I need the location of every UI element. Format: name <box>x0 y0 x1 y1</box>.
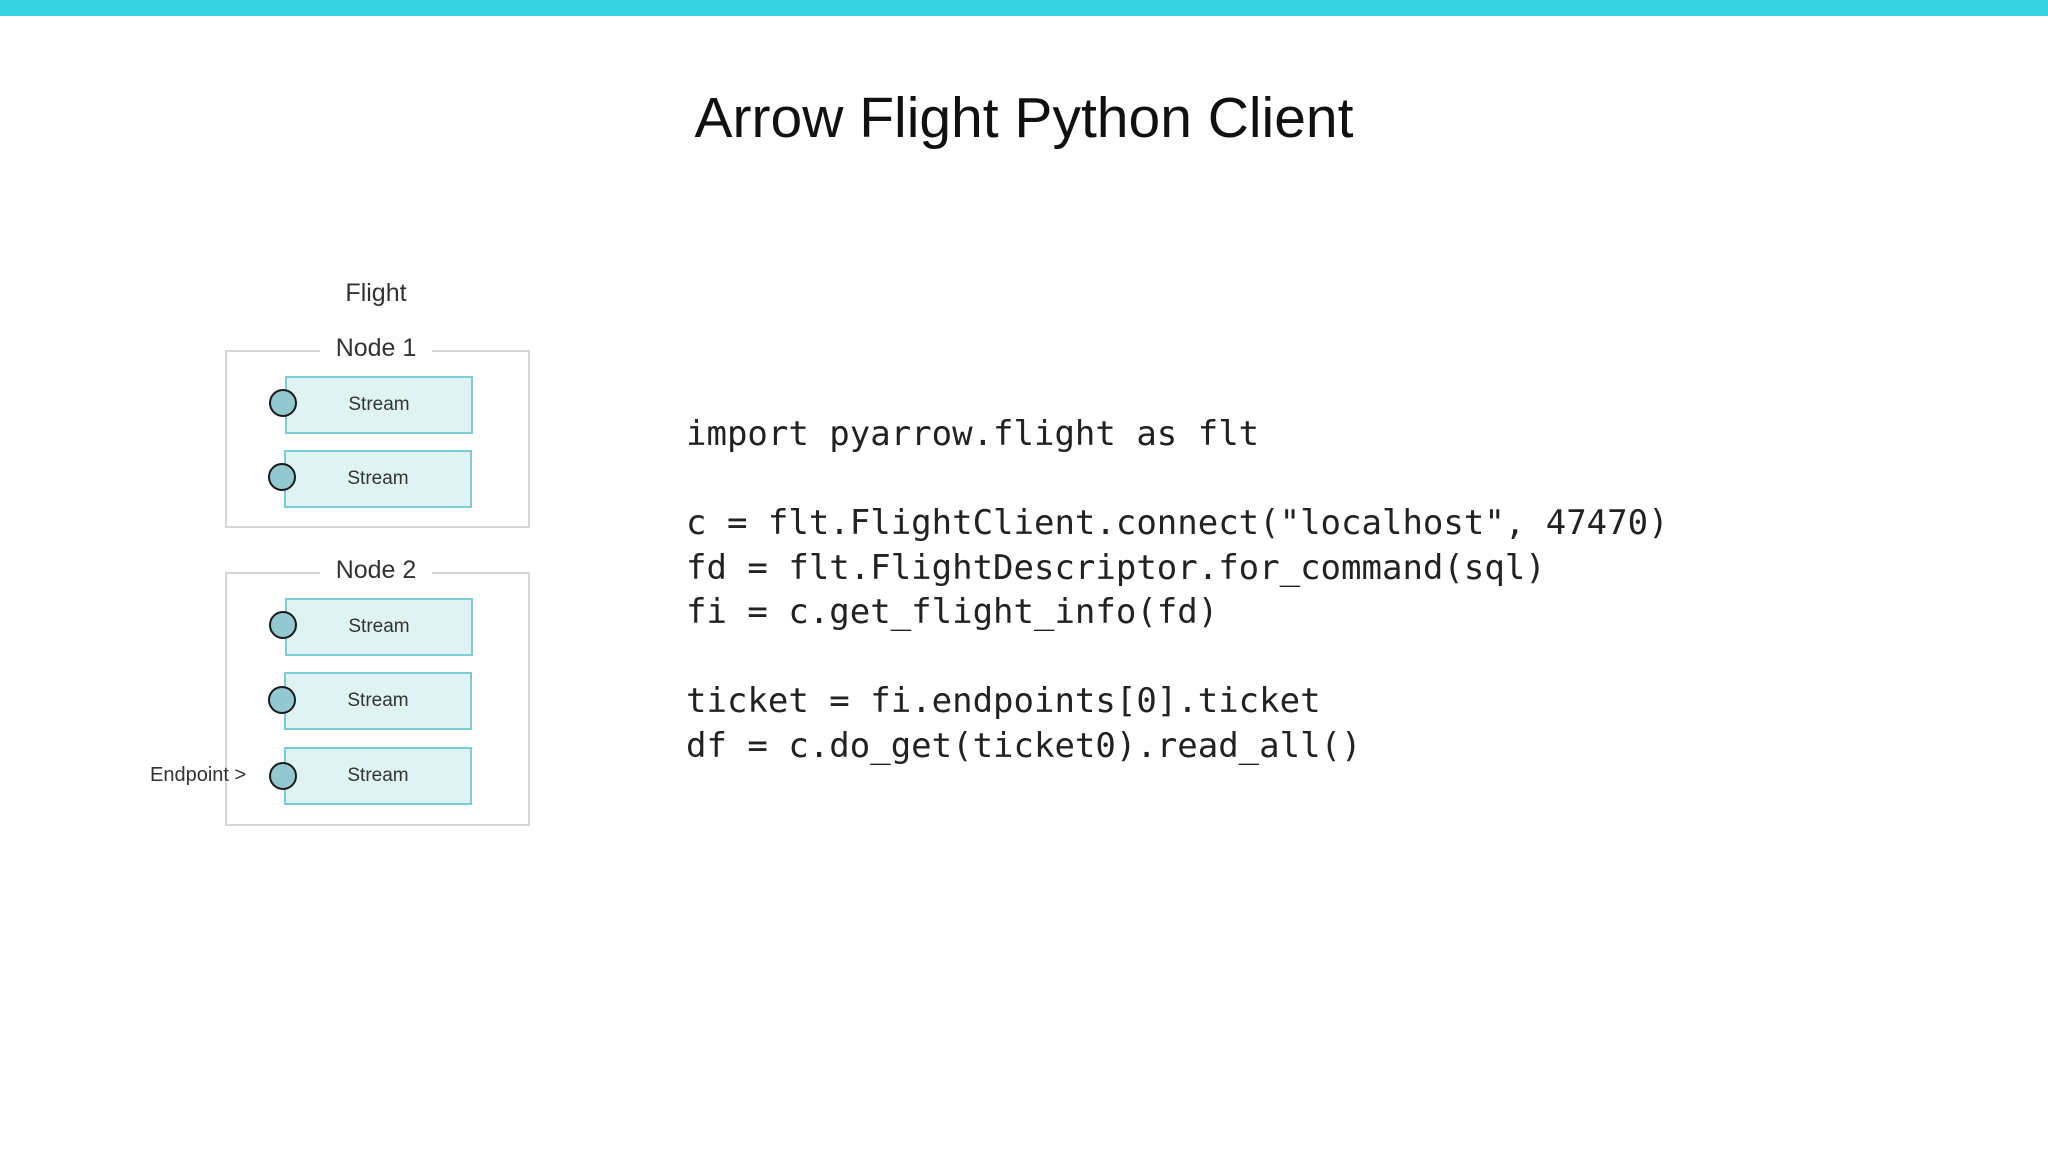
accent-bar <box>0 0 2048 16</box>
node-1-stream-1: Stream <box>285 376 473 434</box>
endpoint-dot <box>269 389 297 417</box>
diagram-caption: Flight <box>345 279 407 307</box>
node-1-stream-2: Stream <box>284 450 472 508</box>
node-1-label: Node 1 <box>320 331 432 365</box>
code-block: import pyarrow.flight as flt c = flt.Flig… <box>686 412 1669 768</box>
code-line: ticket = fi.endpoints[0].ticket <box>686 681 1321 721</box>
endpoint-dot <box>269 611 297 639</box>
node-2-label: Node 2 <box>320 553 432 587</box>
code-line: fd = flt.FlightDescriptor.for_command(sq… <box>686 547 1546 588</box>
endpoint-label: Endpoint > <box>150 764 247 786</box>
node-2-stream-2: Stream <box>284 672 472 730</box>
endpoint-dot <box>268 463 296 491</box>
code-line: import pyarrow.flight as flt <box>686 414 1260 454</box>
endpoint-dot <box>268 686 296 714</box>
code-line: df = c.do_get(ticket0).read_all() <box>686 725 1362 766</box>
endpoint-dot <box>269 762 297 790</box>
code-line: fi = c.get_flight_info(fd) <box>686 592 1219 632</box>
code-line <box>686 457 1669 502</box>
code-line <box>686 635 1669 680</box>
node-2-stream-3: Stream <box>284 747 472 805</box>
node-2-stream-1: Stream <box>285 598 473 656</box>
code-line: c = flt.FlightClient.connect("localhost"… <box>686 503 1669 543</box>
slide-title: Arrow Flight Python Client <box>694 86 1354 150</box>
